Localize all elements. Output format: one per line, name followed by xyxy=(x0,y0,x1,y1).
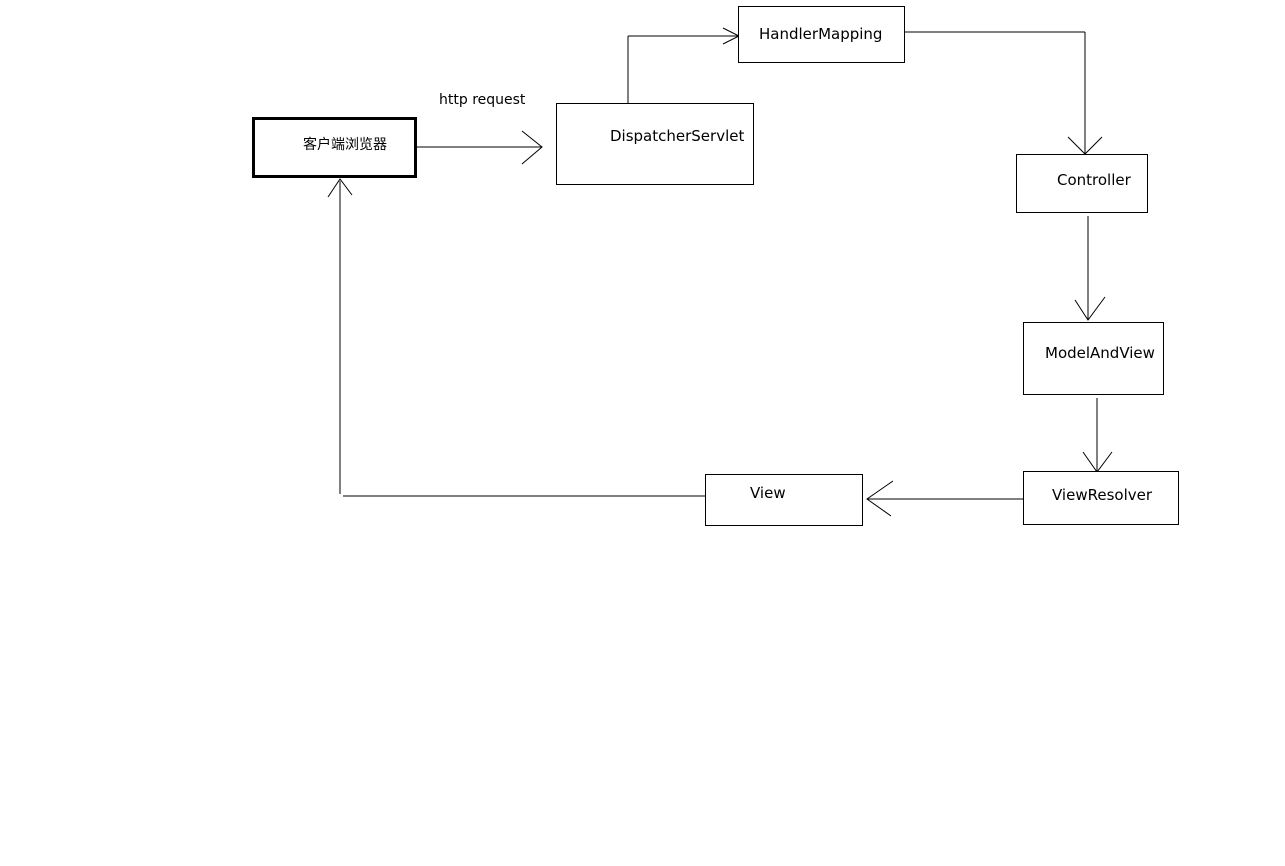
edge-label-http-request: http request xyxy=(439,92,526,108)
node-client-browser: 客户端浏览器 xyxy=(252,117,417,178)
node-dispatcher-servlet-label: DispatcherServlet xyxy=(610,127,745,145)
node-view: View xyxy=(705,474,863,526)
arrow-handlermapping-to-controller xyxy=(905,31,1103,155)
node-dispatcher-servlet: DispatcherServlet xyxy=(556,103,754,185)
node-view-resolver-label: ViewResolver xyxy=(1052,486,1153,504)
arrow-client-to-dispatcher xyxy=(416,130,543,165)
node-handler-mapping: HandlerMapping xyxy=(738,6,905,63)
arrow-modelandview-to-viewresolver xyxy=(1082,398,1113,473)
node-view-label: View xyxy=(750,484,786,502)
node-model-and-view-label: ModelAndView xyxy=(1045,344,1155,362)
node-model-and-view: ModelAndView xyxy=(1023,322,1164,395)
node-client-browser-label: 客户端浏览器 xyxy=(303,137,387,153)
node-controller-label: Controller xyxy=(1057,171,1131,189)
node-handler-mapping-label: HandlerMapping xyxy=(759,25,883,43)
arrow-viewresolver-to-view xyxy=(866,480,1026,517)
arrow-dispatcher-to-handlermapping xyxy=(627,27,741,103)
node-view-resolver: ViewResolver xyxy=(1023,471,1179,525)
node-controller: Controller xyxy=(1016,154,1148,213)
arrow-view-to-client xyxy=(327,178,705,497)
arrow-controller-to-modelandview xyxy=(1074,216,1106,321)
